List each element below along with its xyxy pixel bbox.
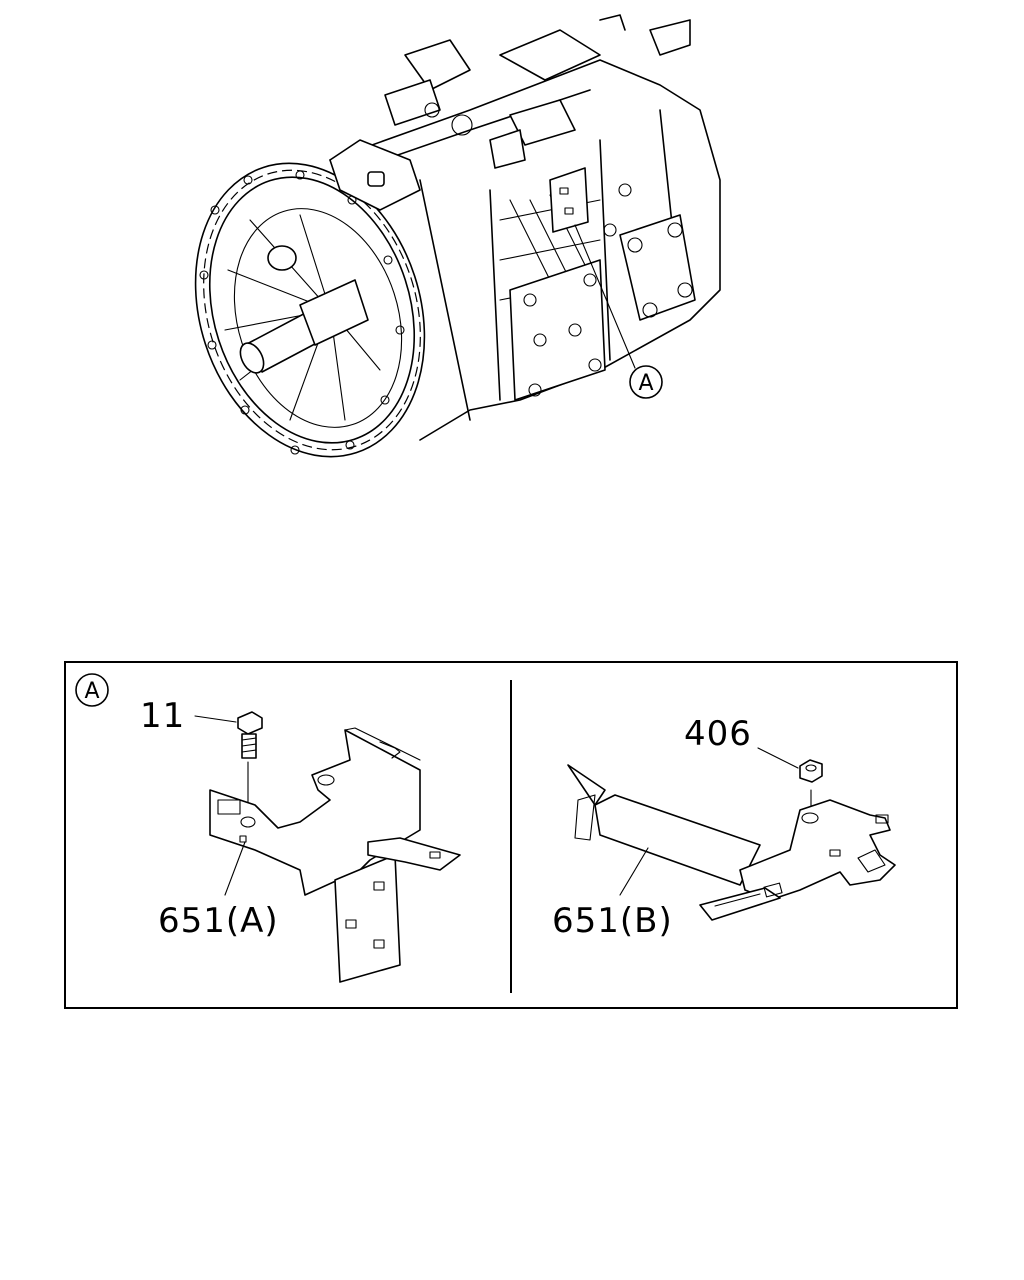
label-bracket-651a: 651(A)	[158, 901, 279, 941]
bracket-651b-drawing	[567, 764, 896, 921]
detail-view-a: A	[64, 661, 958, 1009]
label-nut-406: 406	[684, 714, 752, 754]
nut-406-drawing	[799, 759, 823, 813]
leader-406	[757, 747, 799, 769]
leader-11	[194, 715, 237, 723]
callout-a-main: A	[629, 365, 663, 399]
svg-text:A: A	[84, 679, 99, 704]
bolt-11-drawing	[237, 711, 263, 816]
leader-651a	[224, 841, 246, 896]
label-bracket-651b: 651(B)	[552, 901, 673, 941]
label-bolt-11: 11	[140, 696, 185, 736]
leader-651b	[619, 847, 649, 896]
transmission-assembly-drawing	[194, 14, 721, 458]
bracket-651a-drawing	[209, 727, 461, 983]
svg-text:A: A	[638, 371, 653, 396]
callout-a-detail: A	[75, 673, 109, 707]
